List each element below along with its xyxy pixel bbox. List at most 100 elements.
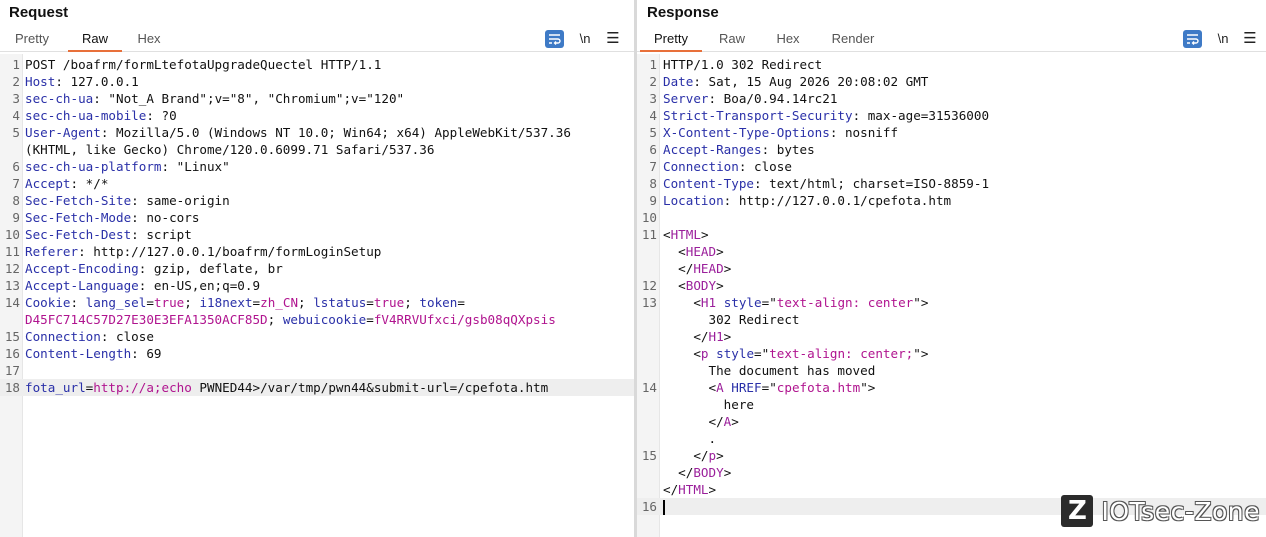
code-line[interactable]: 302 Redirect: [637, 311, 1266, 328]
code-token: Host: [25, 74, 56, 89]
response-title: Response: [647, 4, 719, 21]
response-tab-render[interactable]: Render: [831, 31, 875, 46]
code-line[interactable]: </H1>: [637, 328, 1266, 345]
code-line[interactable]: 16: [637, 498, 1266, 515]
code-token: [709, 346, 717, 361]
response-tab-raw[interactable]: Raw: [718, 31, 745, 46]
code-token: : "Linux": [161, 159, 230, 174]
line-number: 15: [4, 329, 20, 344]
pane-divider[interactable]: [634, 0, 637, 537]
code-token: : close: [100, 329, 154, 344]
request-tab-pretty[interactable]: Pretty: [15, 31, 49, 46]
word-wrap-icon[interactable]: [545, 30, 564, 48]
code-line[interactable]: .: [637, 430, 1266, 447]
code-line[interactable]: 12 <BODY>: [637, 277, 1266, 294]
code-line[interactable]: </HEAD>: [637, 260, 1266, 277]
code-line[interactable]: (KHTML, like Gecko) Chrome/120.0.6099.71…: [0, 141, 634, 158]
code-token: Server: [663, 91, 709, 106]
line-number: 7: [12, 176, 20, 191]
hamburger-menu-icon[interactable]: ☰: [1243, 30, 1257, 47]
code-line[interactable]: </A>: [637, 413, 1266, 430]
code-line[interactable]: </HTML>: [637, 481, 1266, 498]
code-line[interactable]: D45FC714C57D27E30E3EFA1350ACF85D; webuic…: [0, 311, 634, 328]
request-tab-raw[interactable]: Raw: [68, 28, 122, 52]
code-token: true: [373, 295, 405, 310]
hamburger-menu-icon[interactable]: ☰: [606, 30, 620, 47]
line-text: Sec-Fetch-Dest: script: [25, 226, 192, 243]
line-number: 16: [4, 346, 20, 361]
code-line[interactable]: 14 <A HREF="cpefota.htm">: [637, 379, 1266, 396]
line-text: </p>: [663, 447, 724, 464]
code-line[interactable]: The document has moved: [637, 362, 1266, 379]
code-line[interactable]: <HEAD>: [637, 243, 1266, 260]
code-token: =": [761, 295, 777, 310]
code-token: Date: [663, 74, 694, 89]
code-token: >: [716, 448, 724, 463]
code-token: <: [663, 380, 717, 395]
code-token: <: [663, 295, 701, 310]
code-token: Sec-Fetch-Site: [25, 193, 132, 208]
code-line[interactable]: </BODY>: [637, 464, 1266, 481]
code-line[interactable]: 10: [637, 209, 1266, 226]
code-line[interactable]: <p style="text-align: center;">: [637, 345, 1266, 362]
code-line[interactable]: 11<HTML>: [637, 226, 1266, 243]
line-text: Host: 127.0.0.1: [25, 73, 139, 90]
code-token: HTML: [678, 482, 709, 497]
code-line[interactable]: 13 <H1 style="text-align: center">: [637, 294, 1266, 311]
code-token: : nosniff: [829, 125, 899, 140]
line-text: 302 Redirect: [663, 311, 799, 328]
code-token: =: [146, 295, 154, 310]
newline-toggle-button[interactable]: \n: [579, 31, 591, 46]
word-wrap-icon[interactable]: [1183, 30, 1202, 48]
newline-toggle-button[interactable]: \n: [1217, 31, 1229, 46]
response-tab-hex[interactable]: Hex: [776, 31, 800, 46]
code-token: ">: [860, 380, 876, 395]
line-text: (KHTML, like Gecko) Chrome/120.0.6099.71…: [25, 141, 434, 158]
request-tab-hex[interactable]: Hex: [137, 31, 161, 46]
code-token: ;: [267, 312, 283, 327]
code-token: p: [708, 448, 717, 463]
code-line[interactable]: 15 </p>: [637, 447, 1266, 464]
code-token: >: [723, 261, 732, 276]
code-line[interactable]: 17: [0, 362, 634, 379]
line-text: <A HREF="cpefota.htm">: [663, 379, 875, 396]
response-tab-pretty[interactable]: Pretty: [640, 28, 702, 52]
code-token: BODY: [693, 465, 724, 480]
code-token: <: [663, 244, 686, 259]
code-line[interactable]: here: [637, 396, 1266, 413]
line-text: Server: Boa/0.94.14rc21: [663, 90, 837, 107]
code-token: Referer: [25, 244, 79, 259]
line-text: </BODY>: [663, 464, 731, 481]
code-token: true: [153, 295, 185, 310]
code-token: </: [663, 261, 694, 276]
code-token: A: [716, 380, 724, 395]
